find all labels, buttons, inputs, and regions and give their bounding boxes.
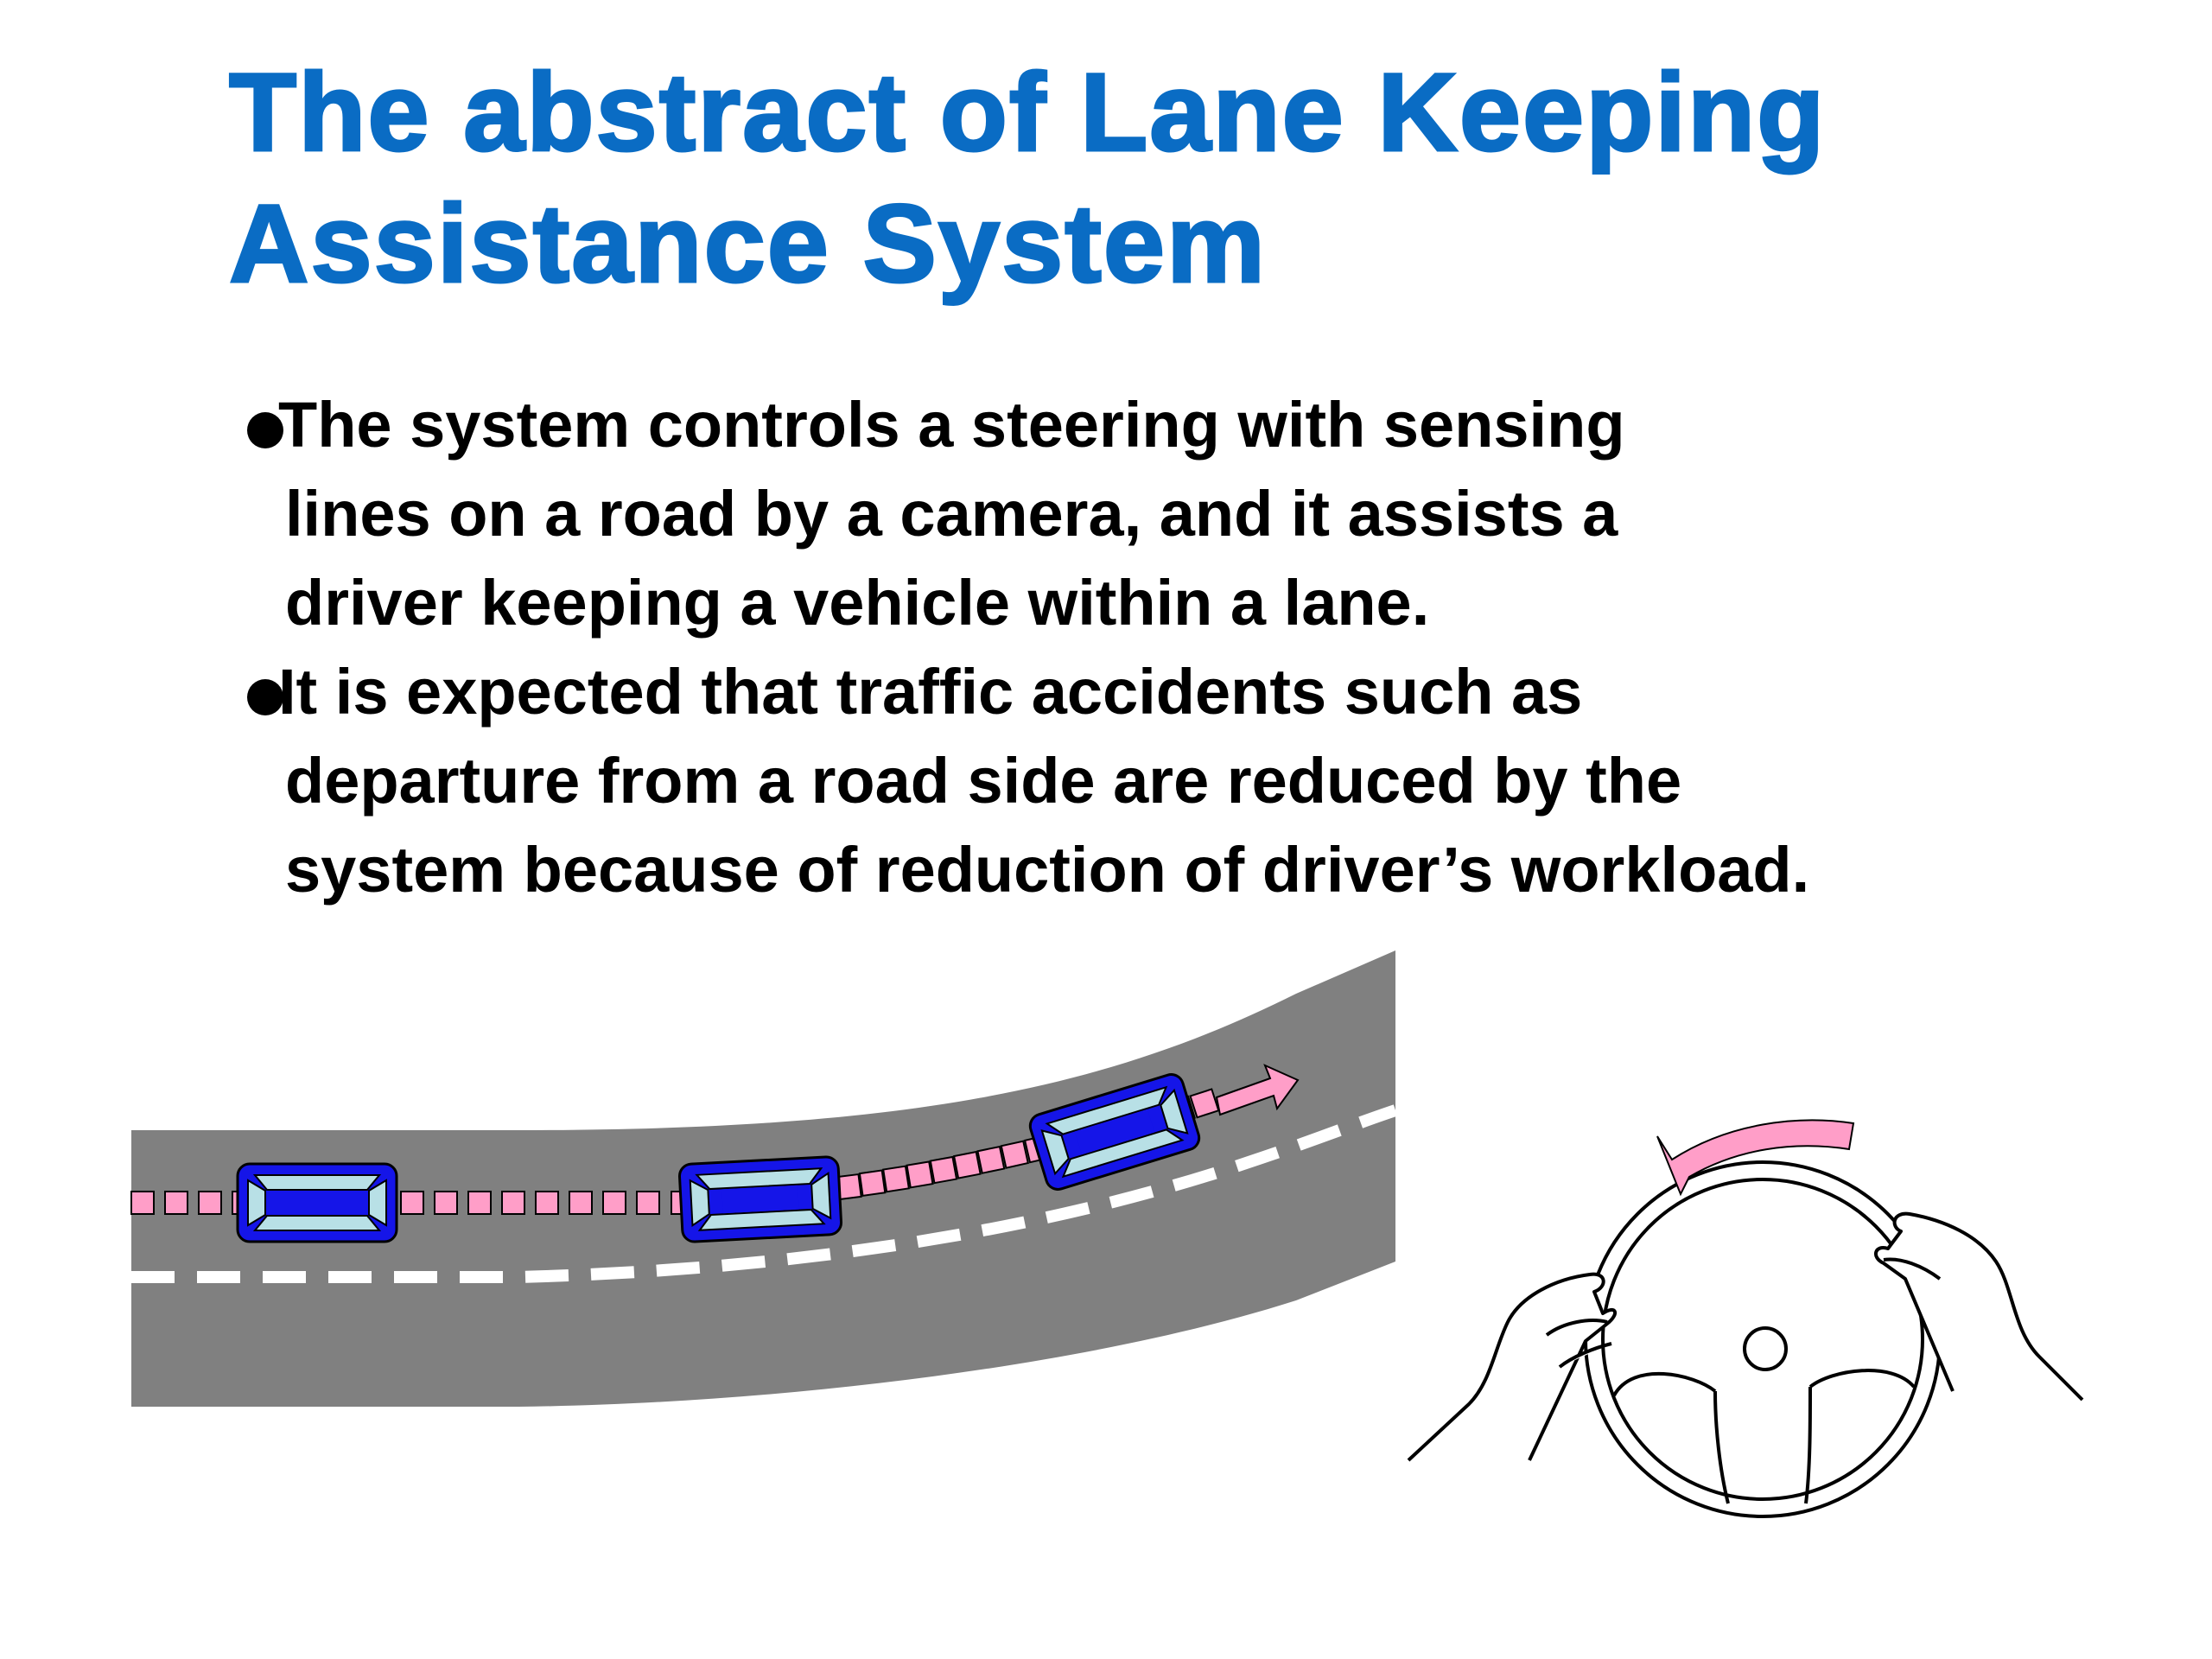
bullet-2-line-1: It is expected that traffic accidents su… [278, 656, 1583, 728]
bullet-1-line-3: driver keeping a vehicle within a lane. [285, 567, 1430, 639]
bullet-2-line-3: system because of reduction of driver’s … [285, 834, 1810, 906]
bullet-1-line-2: lines on a road by a camera, and it assi… [285, 478, 1618, 550]
bullet-item-2: It is expected that traffic accidents su… [242, 647, 2177, 914]
car-icon [677, 1154, 843, 1244]
trajectory-marker [501, 1191, 525, 1215]
arrow-icon [1215, 1064, 1300, 1116]
trajectory-marker [1000, 1140, 1029, 1169]
trajectory-marker [952, 1150, 982, 1179]
bullet-dot-icon [247, 412, 283, 448]
trajectory-marker [434, 1191, 458, 1215]
trajectory-marker [198, 1191, 222, 1215]
bullet-2-line-2: departure from a road side are reduced b… [285, 745, 1682, 817]
trajectory-marker [467, 1191, 492, 1215]
bullet-list: The system controls a steering with sens… [242, 380, 2177, 914]
trajectory-marker [1189, 1088, 1220, 1119]
trajectory-marker [906, 1160, 934, 1189]
trajectory-marker [535, 1191, 559, 1215]
hand-icon [1407, 1211, 2084, 1462]
trajectory-marker [164, 1191, 188, 1215]
title-line-1: The abstract of Lane Keeping [228, 50, 1827, 176]
trajectory-marker [882, 1165, 911, 1193]
arrow-icon [1656, 1119, 1855, 1197]
steering-wheel-icon [1584, 1160, 1942, 1518]
trajectory-marker [602, 1191, 626, 1215]
trajectory-marker [569, 1191, 593, 1215]
bullet-item-1: The system controls a steering with sens… [242, 380, 2177, 647]
lane-marking [131, 1104, 1398, 1283]
bullet-1-line-1: The system controls a steering with sens… [278, 389, 1625, 461]
trajectory-marker [636, 1191, 660, 1215]
car-icon [236, 1162, 398, 1243]
title-line-2: Assistance System [228, 181, 1267, 308]
slide-title: The abstract of Lane Keeping Assistance … [228, 48, 2164, 310]
trajectory-marker [929, 1155, 958, 1185]
trajectory-marker [400, 1191, 424, 1215]
trajectory-marker [858, 1169, 887, 1197]
trajectory-marker [976, 1145, 1006, 1174]
trajectory-marker [130, 1191, 155, 1215]
bullet-dot-icon [247, 679, 283, 715]
